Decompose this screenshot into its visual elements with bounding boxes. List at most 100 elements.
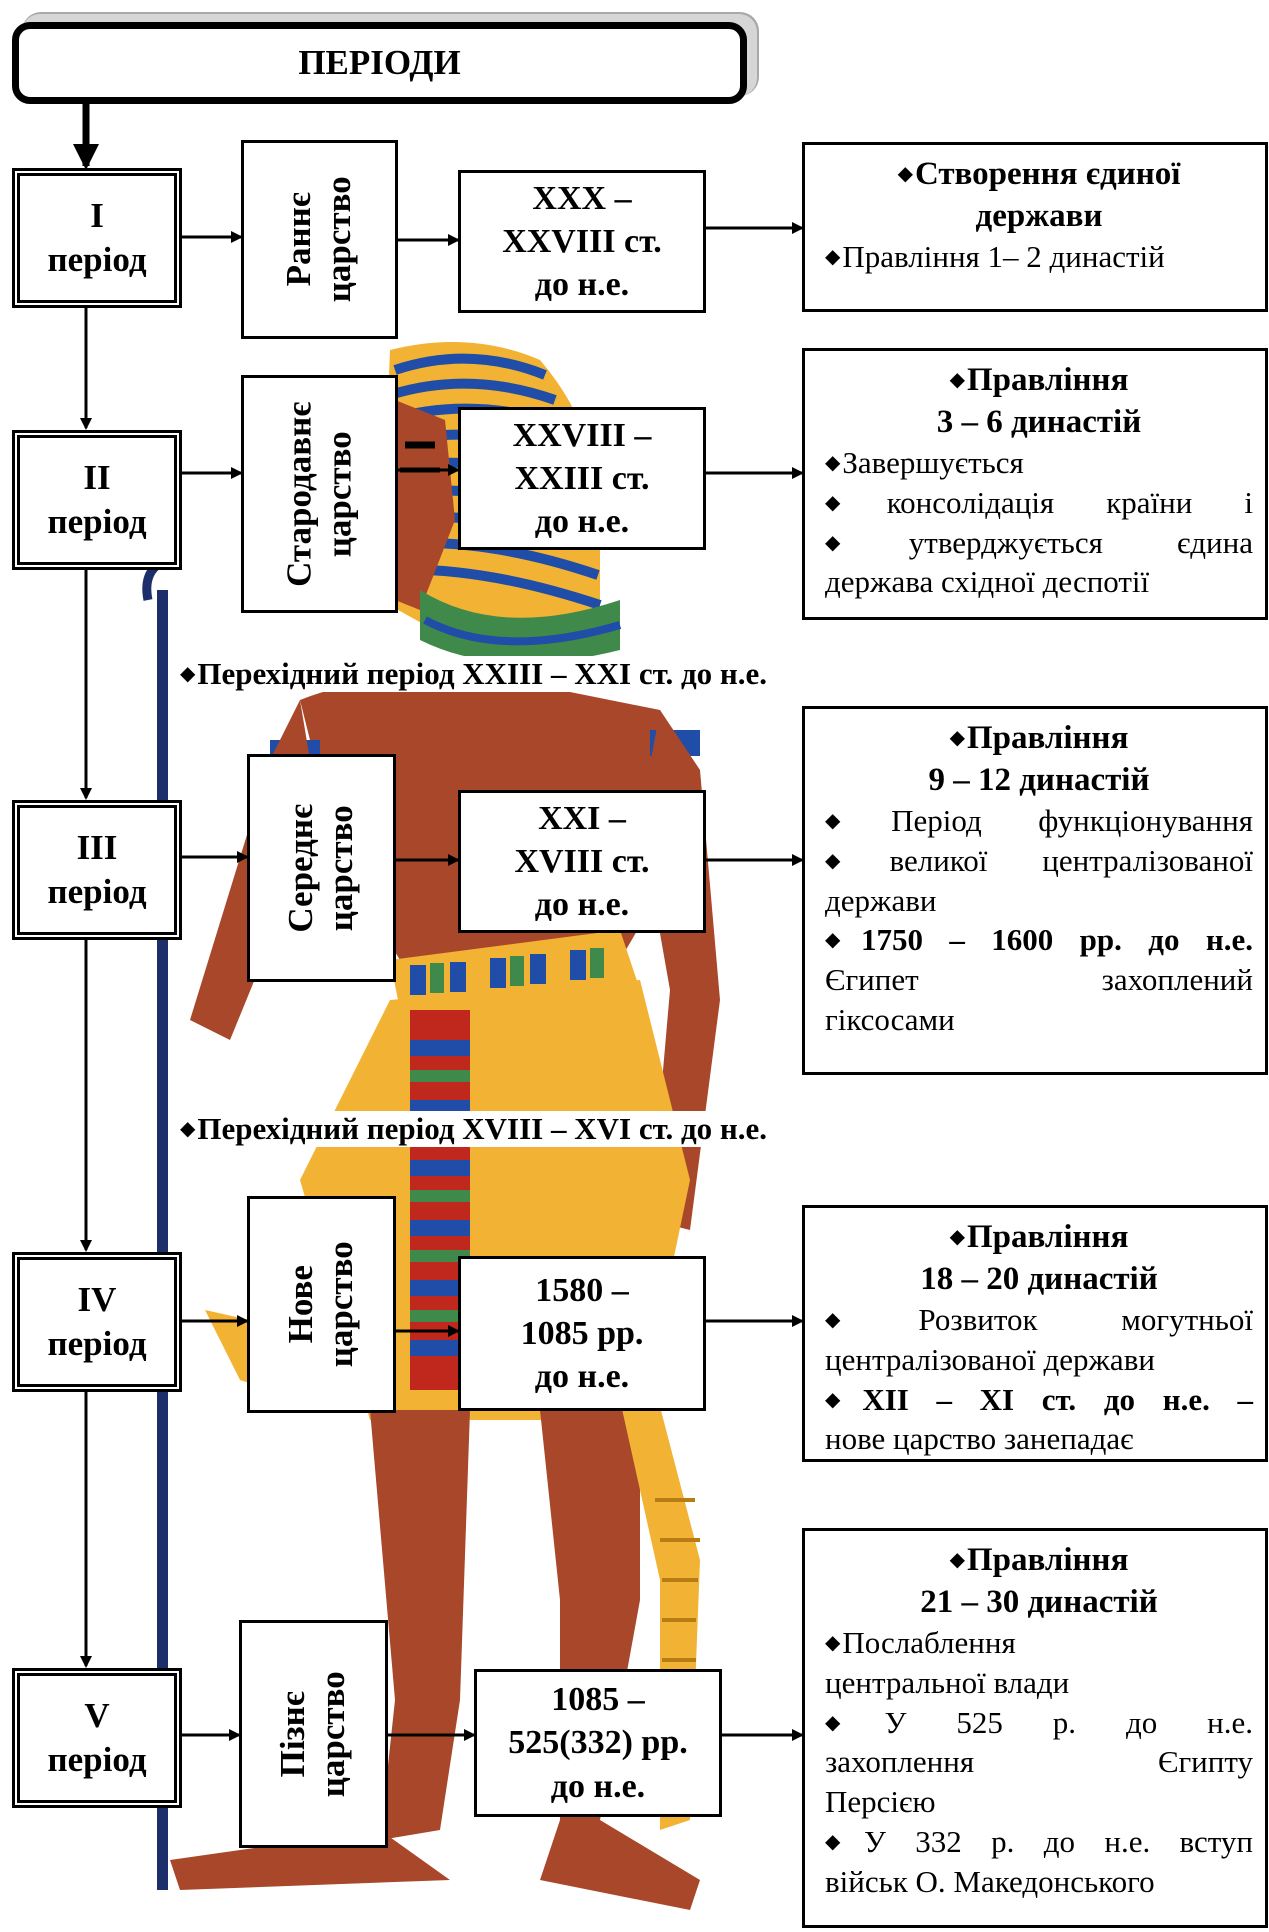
description-text: гіксосами: [825, 1001, 955, 1037]
diamond-bullet-icon: ◆: [180, 1118, 196, 1140]
date-line: 1085 –: [551, 1681, 645, 1719]
date-line: до н.е.: [534, 266, 630, 304]
kingdom-label: Раннє царство: [279, 176, 360, 302]
description-line: 18 – 20 династій: [825, 1258, 1253, 1300]
diamond-bullet-icon: ◆: [825, 1309, 917, 1332]
diamond-bullet-icon: ◆: [949, 1226, 965, 1248]
description-text: Правління: [966, 720, 1129, 756]
transition-period-1: ◆Перехідний період XXIII – XXI ст. до н.…: [174, 656, 774, 692]
description-line: ◆великої централізованої: [825, 841, 1253, 881]
kingdom-box-1: Раннє царство: [241, 140, 398, 339]
diamond-bullet-icon: ◆: [825, 1830, 862, 1853]
description-line: ◆1750 – 1600 рр. до н.е.: [825, 920, 1253, 960]
date-line: XXVIII –: [512, 416, 652, 454]
date-line: XXX –: [532, 179, 632, 217]
description-line: захоплення Єгипту: [825, 1742, 1253, 1782]
description-text: центральної влади: [825, 1665, 1070, 1701]
transition-text: Перехідний період XXIII – XXI ст. до н.е…: [197, 656, 768, 691]
date-box-5: 1085 – 525(332) рр. до н.е.: [474, 1669, 722, 1817]
description-text: військ О. Македонського: [825, 1863, 1155, 1899]
description-line: ◆Правління: [825, 717, 1253, 759]
description-line: ◆консолідація країни і: [825, 483, 1253, 523]
kingdom-line: царство: [321, 1241, 361, 1368]
date-box-4: 1580 – 1085 рр. до н.е.: [458, 1256, 706, 1411]
kingdom-label: Стародавнє царство: [279, 401, 360, 586]
description-line: ◆XII – XI ст. до н.е. –: [825, 1380, 1253, 1420]
description-text: держава східної деспотії: [825, 564, 1150, 600]
period-number: I: [90, 196, 104, 236]
description-line: Персією: [825, 1782, 1253, 1822]
description-text: Персією: [825, 1784, 936, 1820]
description-line: військ О. Македонського: [825, 1862, 1253, 1902]
description-text: 3 – 6 династій: [936, 404, 1142, 441]
diamond-bullet-icon: ◆: [825, 1388, 861, 1411]
diamond-bullet-icon: ◆: [825, 810, 890, 833]
description-text: Створення єдиної: [914, 156, 1181, 192]
kingdom-line: царство: [313, 1670, 353, 1798]
title-text: ПЕРІОДИ: [298, 43, 461, 82]
kingdom-label: Пізнє царство: [273, 1671, 354, 1797]
description-line: держава східної деспотії: [825, 562, 1253, 602]
description-line: Єгипет захоплений: [825, 960, 1253, 1000]
description-line: ◆Правління: [825, 1539, 1253, 1581]
period-box-5: V період: [12, 1668, 182, 1808]
kingdom-box-2: Стародавнє царство: [241, 375, 398, 613]
description-line: держави: [825, 195, 1253, 237]
description-line: ◆Правління: [825, 1216, 1253, 1258]
period-box-4: IV період: [12, 1252, 182, 1392]
date-line: 1580 –: [535, 1271, 629, 1309]
description-text: Правління: [966, 1219, 1129, 1255]
description-text: Правління 1– 2 династій: [842, 239, 1165, 275]
kingdom-line: царство: [319, 176, 359, 303]
description-text: У 525 р. до н.е.: [884, 1704, 1253, 1740]
description-text: централізованої держави: [825, 1342, 1155, 1378]
kingdom-line: Середнє: [281, 803, 321, 933]
period-label: період: [47, 240, 147, 279]
description-text: нове царство занепадає: [825, 1421, 1134, 1457]
date-box-1: XXX – XXVIII ст. до н.е.: [458, 170, 706, 313]
period-label: період: [47, 1740, 147, 1779]
diamond-bullet-icon: ◆: [825, 850, 888, 873]
description-line: держави: [825, 881, 1253, 921]
period-label: період: [47, 872, 147, 911]
diamond-bullet-icon: ◆: [180, 663, 196, 685]
description-text: Розвиток могутньої: [918, 1302, 1253, 1338]
diamond-bullet-icon: ◆: [949, 727, 965, 749]
description-text: великої централізованої: [889, 843, 1253, 879]
transition-text: Перехідний період XVIII – XVI ст. до н.е…: [197, 1111, 768, 1146]
date-line: XXVIII ст.: [502, 222, 662, 260]
date-line: XVIII ст.: [514, 842, 650, 880]
period-box-3: III період: [12, 800, 182, 940]
description-line: 21 – 30 династій: [825, 1581, 1253, 1623]
description-text: 18 – 20 династій: [920, 1261, 1158, 1298]
kingdom-line: Стародавнє: [279, 401, 319, 587]
period-label: період: [47, 502, 147, 541]
kingdom-label: Середнє царство: [281, 804, 362, 933]
description-line: ◆У 332 р. до н.е. вступ: [825, 1822, 1253, 1862]
date-line: XXI –: [538, 799, 626, 837]
description-line: центральної влади: [825, 1663, 1253, 1703]
description-line: ◆Правління: [825, 359, 1253, 401]
diamond-bullet-icon: ◆: [825, 531, 907, 554]
description-line: ◆Розвиток могутньої: [825, 1300, 1253, 1340]
date-line: XXIII ст.: [514, 459, 650, 497]
diamond-bullet-icon: ◆: [825, 452, 841, 475]
date-line: до н.е.: [550, 1767, 646, 1805]
kingdom-line: Пізнє: [273, 1690, 313, 1778]
kingdom-box-4: Нове царство: [247, 1196, 396, 1413]
description-text: консолідація країни і: [886, 485, 1253, 521]
description-text: 1750 – 1600 рр. до н.е.: [861, 922, 1253, 958]
description-text: держави: [975, 198, 1103, 235]
period-label: період: [47, 1324, 147, 1363]
kingdom-box-3: Середнє царство: [247, 754, 396, 982]
period-box-2: II період: [12, 430, 182, 570]
period-number: V: [84, 1696, 110, 1736]
description-line: ◆утверджується єдина: [825, 523, 1253, 563]
date-line: 1085 рр.: [520, 1314, 644, 1352]
diamond-bullet-icon: ◆: [949, 369, 965, 391]
date-line: до н.е.: [534, 1358, 630, 1396]
